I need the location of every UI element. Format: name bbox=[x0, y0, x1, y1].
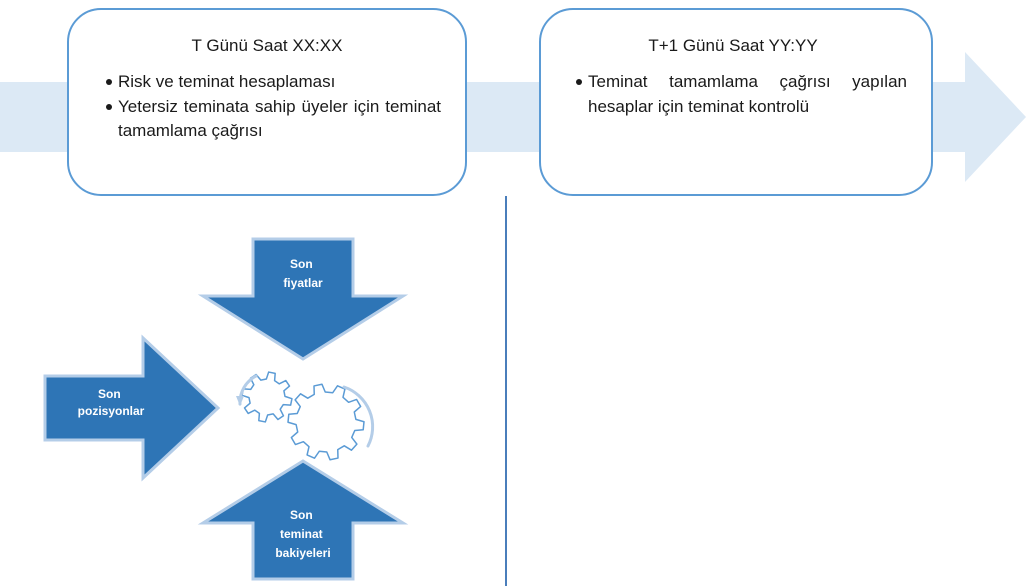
large-gear-icon bbox=[287, 383, 365, 461]
step-t1-title: T+1 Günü Saat YY:YY bbox=[648, 36, 818, 55]
step-t1-list: Teminat tamamlama çağrısı yapılan hesapl… bbox=[576, 70, 907, 119]
balances-label-line1: Son bbox=[290, 508, 313, 522]
step-t-title: T Günü Saat XX:XX bbox=[191, 36, 343, 55]
positions-label-line2: pozisyonlar bbox=[78, 404, 145, 418]
gear-small-outline bbox=[241, 371, 293, 423]
gear-large-outline bbox=[287, 383, 365, 461]
small-gear-icon bbox=[241, 371, 293, 423]
balances-label-line2: teminat bbox=[280, 527, 323, 541]
step-t-item: Yetersiz teminata sahip üyeler için temi… bbox=[106, 95, 441, 144]
step-t1-item: Teminat tamamlama çağrısı yapılan hesapl… bbox=[576, 70, 907, 119]
svg-text:Son fiyatlar: Son fiyatlar bbox=[283, 257, 323, 290]
step-t-item: Risk ve teminat hesaplaması bbox=[106, 70, 441, 95]
step-t-list: Risk ve teminat hesaplaması Yetersiz tem… bbox=[106, 70, 441, 144]
prices-label-line1: Son bbox=[290, 257, 313, 271]
step-t1-box: T+1 Günü Saat YY:YY Teminat tamamlama ça… bbox=[539, 8, 933, 196]
balances-label-line3: bakiyeleri bbox=[275, 546, 330, 560]
prices-label-line2: fiyatlar bbox=[283, 276, 323, 290]
prices-input-arrow: Son fiyatlar bbox=[197, 237, 409, 361]
positions-input-arrow: Son pozisyonlar bbox=[43, 334, 221, 482]
step-t-box: T Günü Saat XX:XX Risk ve teminat hesapl… bbox=[67, 8, 467, 196]
gears-icon bbox=[236, 371, 375, 461]
balances-input-arrow: Son teminat bakiyeleri bbox=[197, 459, 409, 581]
gear-arc-arrowhead-left bbox=[236, 396, 244, 406]
svg-text:Son teminat bakiye: Son teminat bakiyeleri bbox=[275, 508, 330, 560]
svg-text:Son pozisyonlar: Son pozisyonlar bbox=[78, 387, 145, 418]
positions-label-line1: Son bbox=[98, 387, 121, 401]
gear-rotation-arc-right bbox=[342, 385, 375, 448]
